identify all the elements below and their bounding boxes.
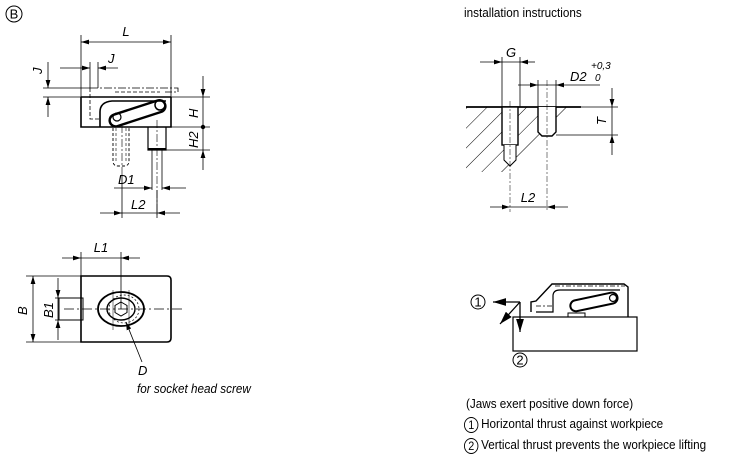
dim-H2: H2: [186, 131, 201, 148]
dim-L2: L2: [131, 197, 146, 212]
force-marker-1: 1: [474, 295, 481, 310]
dim-D2: D2: [570, 69, 587, 84]
dim-L2-installation: L2: [521, 190, 536, 205]
dim-T: T: [594, 116, 609, 125]
dim-D1: D1: [118, 172, 135, 187]
force-marker-2: 2: [516, 353, 523, 368]
dim-D: D: [138, 363, 147, 378]
dim-D2-tolerance-upper: +0,3: [591, 61, 611, 72]
dim-H: H: [186, 108, 201, 118]
dim-L: L: [122, 24, 129, 39]
notes-intro: (Jaws exert positive down force): [466, 396, 634, 411]
installation-drawing: [466, 80, 581, 212]
view-label-b: B: [5, 5, 23, 23]
plan-view-dimensions: [26, 252, 143, 363]
installation-dimensions: [480, 57, 618, 210]
dim-L1: L1: [94, 240, 108, 255]
side-view-drawing: [80, 87, 179, 215]
dim-G: G: [506, 45, 516, 60]
note-text-2: Vertical thrust prevents the workpiece l…: [481, 437, 707, 452]
note-text-1: Horizontal thrust against workpiece: [481, 416, 664, 431]
note-marker-1: 1: [464, 417, 479, 433]
view-label-text: B: [10, 7, 19, 22]
dim-D2-tolerance-lower: 0: [595, 73, 601, 84]
dim-J-horizontal: J: [107, 51, 115, 66]
dim-J-vertical: J: [30, 67, 45, 75]
plan-caption: for socket head screw: [137, 381, 251, 396]
dim-B1: B1: [41, 302, 56, 318]
force-diagram: [470, 283, 638, 368]
dim-B: B: [15, 306, 30, 315]
note-marker-2: 2: [464, 438, 479, 454]
side-view-dimensions: [43, 35, 210, 218]
plan-view-drawing: [58, 275, 182, 343]
installation-title: installation instructions: [464, 5, 582, 20]
